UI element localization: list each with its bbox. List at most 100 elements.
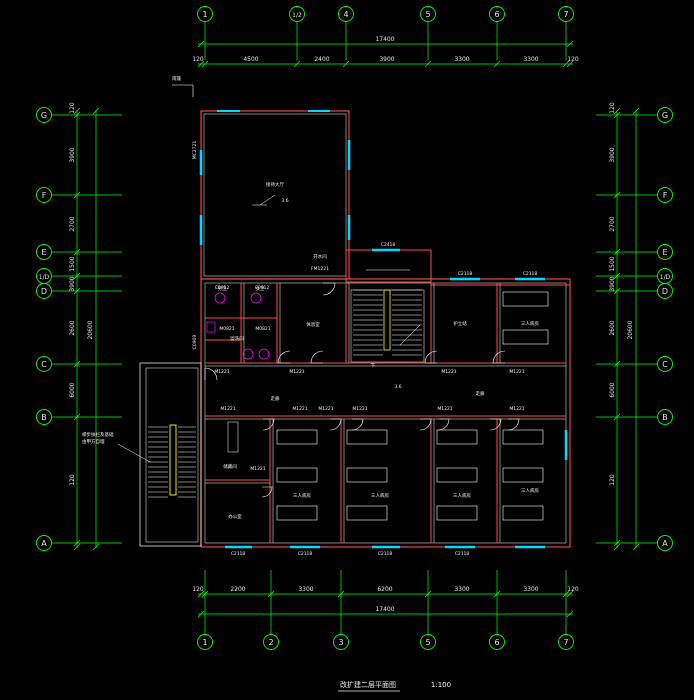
left-stair-rail: [169, 424, 177, 496]
grid-bubble-right: [657, 356, 673, 372]
door-swing-south: [262, 418, 275, 431]
grid-row-left-label: E: [41, 248, 46, 257]
tag-m1221: M1221: [509, 406, 524, 412]
dim-right-seg: 2600: [609, 320, 616, 335]
dim-tick: [613, 272, 621, 280]
hall-name: 接待大厅: [266, 181, 284, 188]
details-layer: [117, 84, 549, 521]
dim-tick: [73, 111, 81, 119]
left-annex-wall: [139, 362, 202, 547]
drawing-scale: 1:100: [431, 681, 451, 689]
grid-row-left-label: A: [41, 539, 47, 548]
dim-tick: [566, 590, 574, 598]
dim-tick: [562, 590, 570, 598]
corridor-name: 走廊: [271, 395, 280, 402]
dim-tick: [73, 107, 81, 115]
dim-right-total: 20600: [627, 320, 634, 339]
room-ward-upper: 三人病房: [521, 320, 539, 327]
dim-left-seg: 3900: [69, 147, 76, 162]
dim-right-seg: 3900: [609, 147, 616, 162]
corridor-level: 3.6: [394, 384, 401, 390]
grid-col-bottom-label: 1: [202, 638, 207, 647]
dim-tick: [613, 248, 621, 256]
ward-bed: [276, 429, 318, 445]
grid-bubble-top: [338, 6, 354, 22]
grid-col-bottom-label: 3: [338, 638, 343, 647]
ward-bed: [502, 329, 549, 345]
grid-col-bottom-label: 2: [268, 638, 273, 647]
dim-bottom-seg: 2200: [230, 586, 245, 593]
grid-row-right-label: E: [662, 248, 667, 257]
grid-row-right-label: G: [662, 111, 668, 120]
grid-col-top-label: 4: [343, 10, 348, 19]
grid-row-left-label: F: [42, 191, 47, 200]
dim-right-seg: 6000: [609, 382, 616, 397]
door-swing-north: [277, 350, 291, 364]
tag-c2118-bottom: C2118: [298, 551, 313, 557]
ward-bed: [502, 467, 544, 483]
grid-row-left-label: B: [41, 413, 47, 422]
dim-left-total: 20600: [87, 320, 94, 339]
dim-right-seg: 2700: [609, 216, 616, 231]
room-office: 办公室: [228, 513, 242, 520]
tag-m1221: M1221: [250, 466, 265, 472]
dim-tick: [613, 191, 621, 199]
toilet-fixture: [214, 292, 226, 304]
dim-bottom-seg: 6200: [377, 586, 392, 593]
dim-tick: [267, 590, 275, 598]
dim-tick: [73, 413, 81, 421]
level-mark: [259, 194, 276, 206]
hall-level: 3.6: [281, 198, 288, 204]
tag-m0821: M0821: [255, 326, 270, 332]
grid-col-top-label: 6: [494, 10, 499, 19]
tag-c0912: C0912: [215, 285, 230, 291]
dim-tick: [92, 107, 100, 115]
toilet-fixture: [242, 348, 254, 360]
door-swing-north: [424, 350, 438, 364]
toilet-fixture: [258, 348, 270, 360]
grid-col-top-label: 1/2: [292, 12, 302, 19]
main-inner-wall: [204, 282, 567, 544]
grid-bubble-right: [657, 409, 673, 425]
tag-m1221: M1221: [441, 369, 456, 375]
grid-bubble-left: [36, 283, 52, 299]
dim-left-seg: 1500: [69, 256, 76, 271]
top-left-tag: 雨篷: [172, 75, 181, 82]
room-ward-3: 三人病房: [453, 492, 471, 499]
dim-bottom-seg: 3300: [523, 586, 538, 593]
grid-bubble-top: [558, 6, 574, 22]
grid-bubble-bottom: [489, 634, 505, 650]
dim-tick: [73, 191, 81, 199]
room-nurse: 护士站: [453, 320, 467, 327]
tag-c2118-bottom: C2118: [455, 551, 470, 557]
left-stair-note-2: 由甲方自理: [82, 438, 105, 445]
tag-c2118-top: C2118: [523, 271, 538, 277]
door-swing-west: [204, 367, 218, 381]
grid-bubble-top: [489, 6, 505, 22]
ward-bed: [276, 467, 318, 483]
door-swing-south: [507, 418, 520, 431]
note-leader: [117, 443, 151, 463]
grid-bubble-bottom: [197, 634, 213, 650]
grid-bubble-left: [36, 107, 52, 123]
room-ward-1: 三人病房: [293, 492, 311, 499]
hall-walls-inner: [203, 113, 347, 277]
toilet-fixture: [250, 292, 262, 304]
north-right-wall: [430, 278, 571, 286]
dim-left-seg: 6000: [69, 382, 76, 397]
dim-tick: [613, 543, 621, 551]
grid-bubble-bottom: [333, 634, 349, 650]
grid-row-right-label: 1/D: [660, 274, 671, 281]
door-swing-office: [261, 486, 273, 498]
dim-tick: [73, 539, 81, 547]
ward-bed: [436, 467, 478, 483]
stair-top-wall: [345, 249, 432, 283]
tag-m1221: M1221: [352, 406, 367, 412]
dim-tick: [613, 413, 621, 421]
dim-tick: [73, 543, 81, 551]
grid-bubble-left: [36, 187, 52, 203]
door-swing-north: [492, 350, 506, 364]
tag-m1221: M1221: [289, 369, 304, 375]
dim-tick: [201, 60, 209, 68]
tag-c2118-bottom: C2118: [378, 551, 393, 557]
